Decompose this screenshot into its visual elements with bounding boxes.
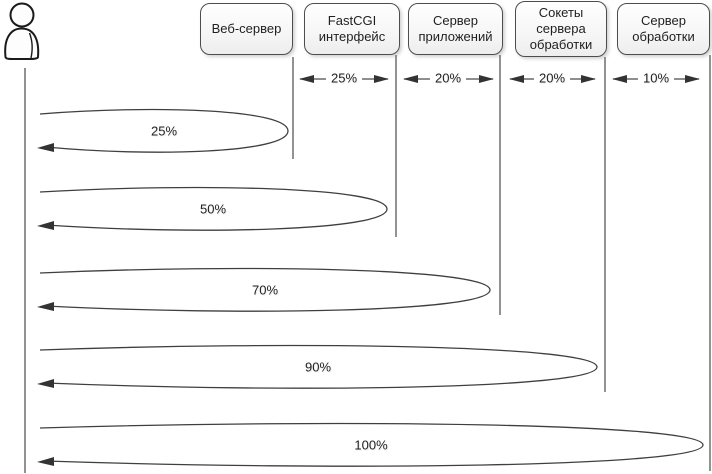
loop-label-100: 100% xyxy=(354,437,388,453)
server-box-label: FastCGI интерфейс xyxy=(318,12,386,44)
server-box-label: Сокеты сервера обработки xyxy=(529,4,593,53)
server-box-processing-server: Сервер обработки xyxy=(617,3,710,55)
loop-label-90: 90% xyxy=(304,359,332,375)
loop-label-25: 25% xyxy=(150,123,178,139)
server-box-app-server: Сервер приложений xyxy=(408,3,503,55)
loop-70 xyxy=(37,267,491,312)
loop-label-70: 70% xyxy=(251,282,279,298)
loop-100 xyxy=(37,422,704,467)
server-box-processing-server-sockets: Сокеты сервера обработки xyxy=(515,1,607,57)
lifelines xyxy=(24,55,711,473)
server-box-label: Веб-сервер xyxy=(211,20,282,36)
share-label-app-to-sockets: 20% xyxy=(533,70,571,86)
share-label-sockets-to-processing: 10% xyxy=(637,70,675,86)
segment-share-arrows xyxy=(299,75,700,83)
server-box-web-server: Веб-сервер xyxy=(200,3,293,55)
cumulative-loops xyxy=(37,108,704,467)
person-actor-icon xyxy=(4,2,40,60)
loop-label-50: 50% xyxy=(199,201,227,217)
share-label-fastcgi-to-app: 20% xyxy=(429,70,467,86)
server-box-label: Сервер приложений xyxy=(418,12,493,44)
loop-90 xyxy=(37,344,598,389)
server-box-label: Сервер обработки xyxy=(632,12,695,44)
loop-25 xyxy=(37,108,289,153)
server-box-fastcgi-interface: FastCGI интерфейс xyxy=(304,3,400,55)
loop-50 xyxy=(37,186,388,231)
share-label-web-to-fastcgi: 25% xyxy=(325,70,363,86)
